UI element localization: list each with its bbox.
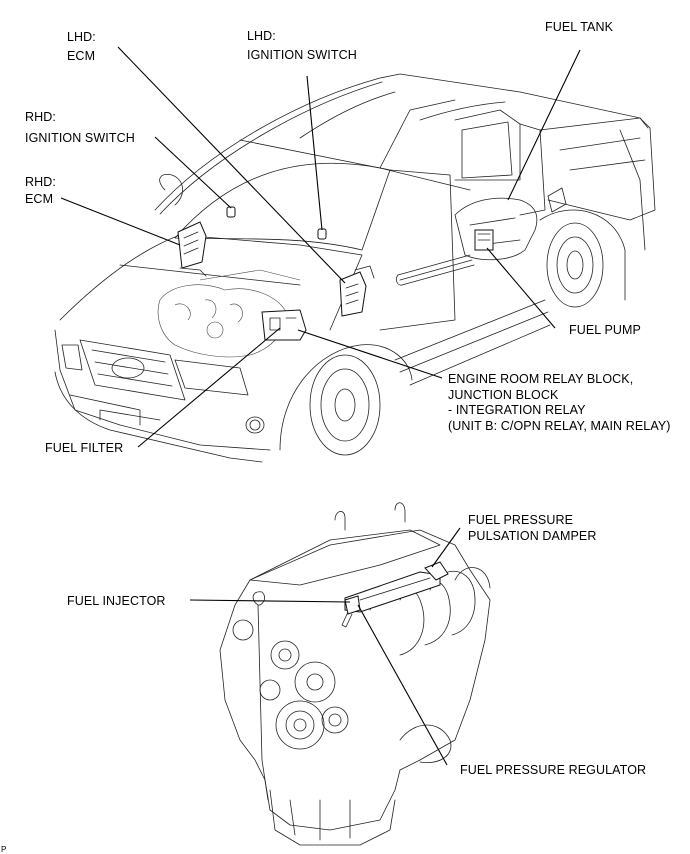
leader-relay-block [297, 329, 443, 379]
label-text: FUEL PRESSURE REGULATOR [460, 763, 647, 777]
label-text: RHD: [25, 175, 56, 189]
leader-fuel-filter [137, 327, 281, 448]
label-text: - INTEGRATION RELAY [448, 403, 586, 417]
label-text: FUEL TANK [545, 20, 614, 34]
label-lhd-ecm: LHD: ECM [67, 31, 96, 62]
lhd-ignition-switch-part [317, 228, 327, 240]
label-text: ECM [25, 191, 54, 206]
leader-pressure-regulator [357, 604, 448, 766]
lhd-ecm-part [339, 265, 375, 317]
label-text: ECM [67, 48, 96, 63]
label-text: FUEL PUMP [569, 323, 641, 337]
label-text: IGNITION SWITCH [247, 47, 357, 62]
label-lhd-ignition-switch: LHD: IGNITION SWITCH [247, 30, 357, 61]
leader-fuel-pump [486, 247, 556, 329]
label-text: (UNIT B: C/OPN RELAY, MAIN RELAY) [448, 418, 671, 433]
label-text: RHD: [25, 110, 56, 124]
relay-block-part [261, 309, 307, 341]
label-fuel-injector: FUEL INJECTOR [67, 595, 166, 608]
label-text: JUNCTION BLOCK [448, 387, 559, 402]
label-fuel-pressure-regulator: FUEL PRESSURE REGULATOR [460, 764, 646, 777]
label-text: IGNITION SWITCH [25, 130, 135, 145]
label-text: FUEL FILTER [45, 441, 124, 455]
leader-rhd-ecm [60, 197, 181, 246]
engine-illustration [219, 502, 491, 846]
leader-fuel-tank [507, 49, 581, 201]
label-relay-block: ENGINE ROOM RELAY BLOCK, JUNCTION BLOCK … [448, 373, 671, 432]
label-text: FUEL PRESSURE [468, 513, 574, 527]
label-text: LHD: [67, 30, 96, 44]
figure-id: P [1, 845, 7, 854]
leader-fuel-injector [189, 599, 351, 603]
rhd-ignition-switch-part [226, 206, 236, 218]
leader-lhd-ignition-switch [306, 75, 323, 231]
label-text: ENGINE ROOM RELAY BLOCK, [448, 372, 634, 386]
leader-rhd-ignition-switch [154, 136, 232, 209]
label-text: LHD: [247, 29, 276, 43]
rhd-ecm-part [177, 221, 207, 277]
label-fuel-filter: FUEL FILTER [45, 442, 123, 455]
label-rhd-ecm: RHD: ECM [25, 176, 56, 205]
label-text: FUEL INJECTOR [67, 594, 166, 608]
leader-lines [60, 46, 581, 766]
label-rhd-ignition-switch: RHD: IGNITION SWITCH [25, 111, 135, 144]
leader-lhd-ecm [117, 46, 346, 284]
label-fuel-tank: FUEL TANK [545, 21, 613, 34]
leader-pulsation-damper [431, 527, 461, 568]
label-text: PULSATION DAMPER [468, 528, 597, 543]
label-fuel-pump: FUEL PUMP [569, 324, 641, 337]
label-fuel-pressure-pulsation-damper: FUEL PRESSURE PULSATION DAMPER [468, 514, 596, 542]
